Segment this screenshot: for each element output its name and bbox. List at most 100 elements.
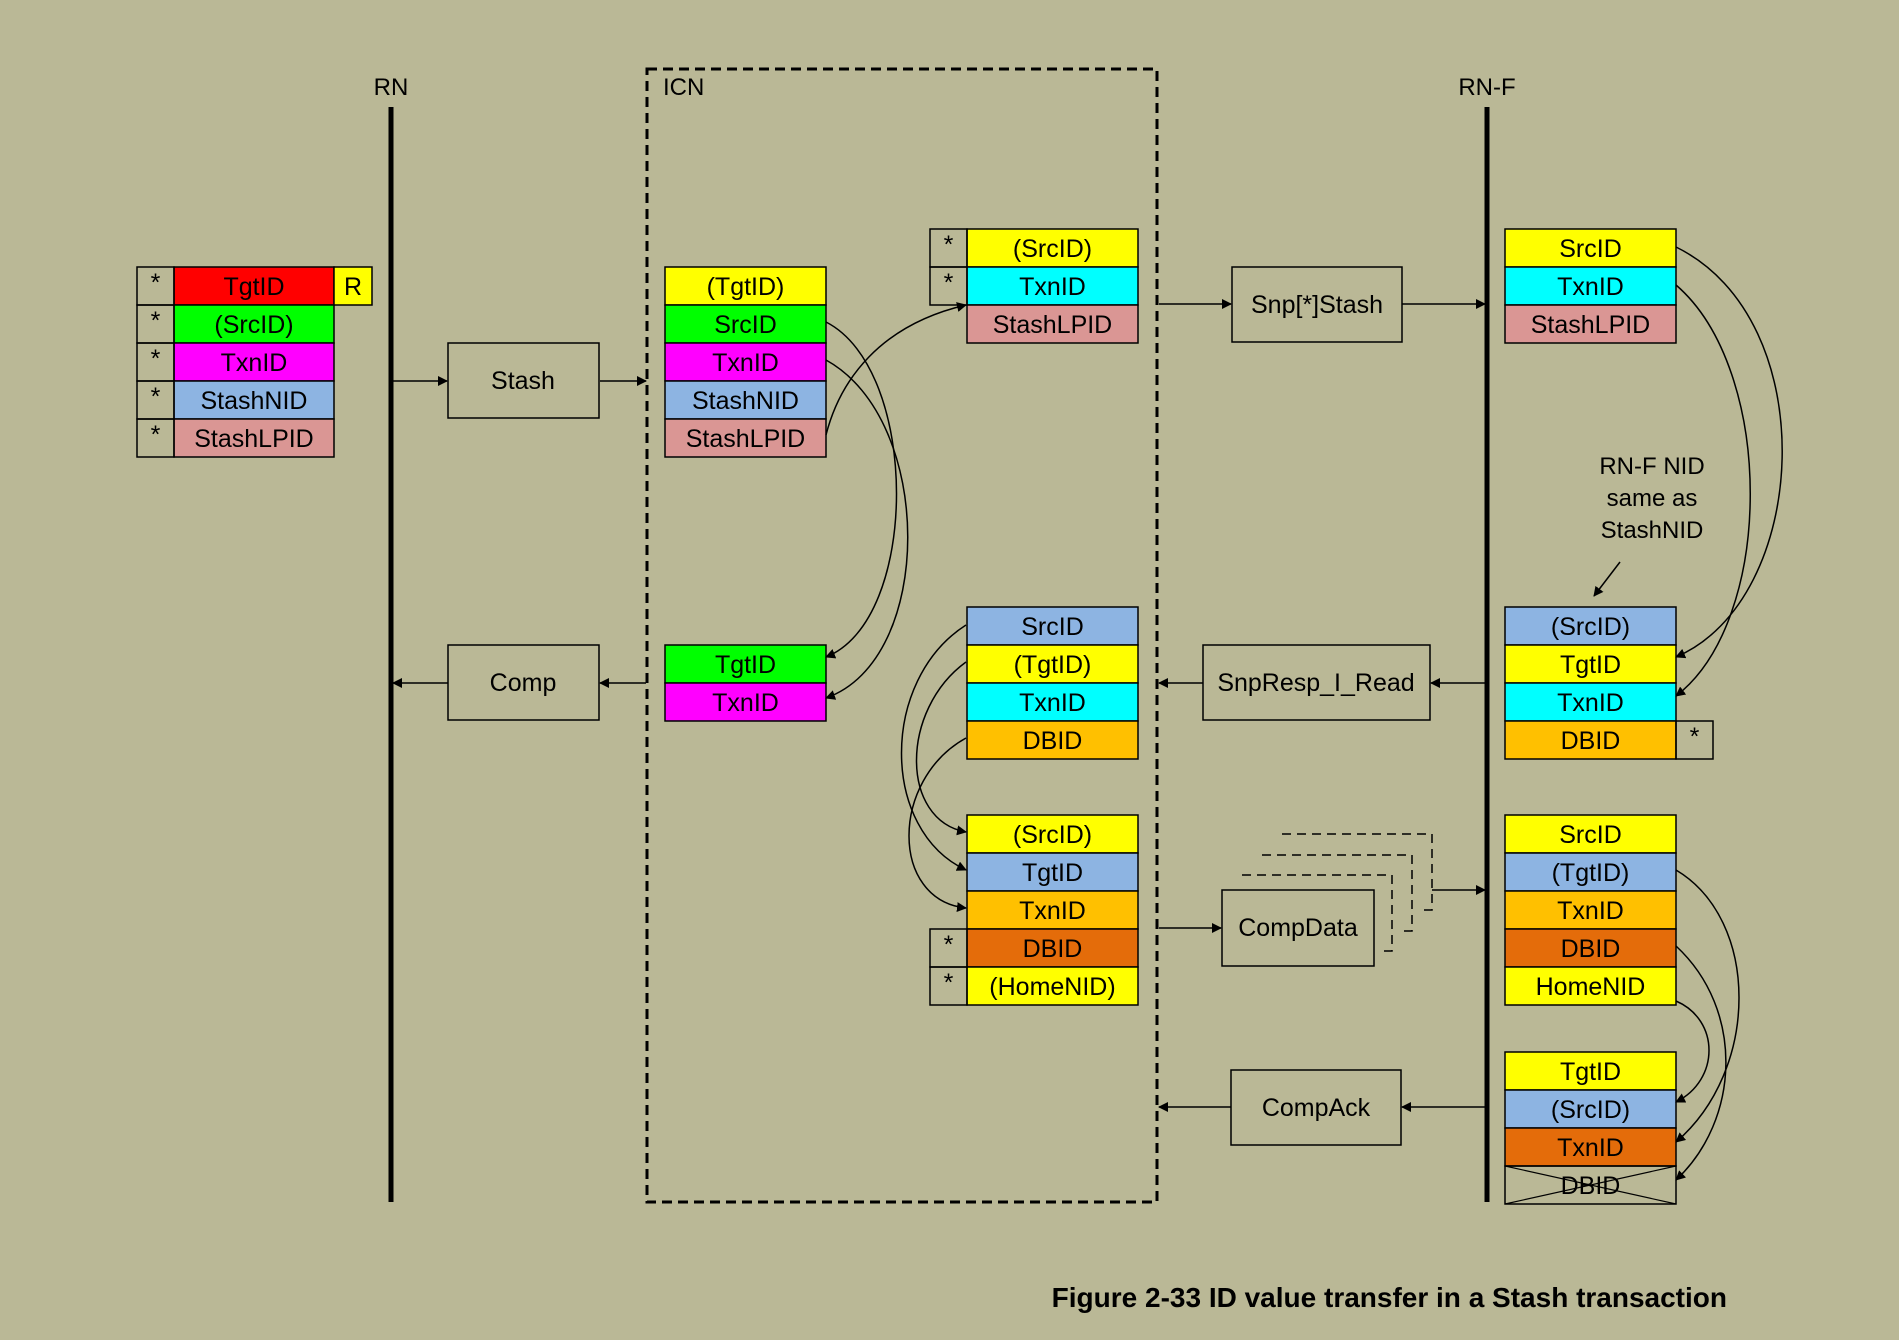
field-row: (SrcID) * <box>929 228 1139 268</box>
field-row: StashLPID <box>966 304 1139 344</box>
field-row: TxnID <box>1504 266 1677 306</box>
field-label: DBID <box>1023 935 1083 963</box>
star-marker: * <box>151 421 161 449</box>
field-label: TgtID <box>715 651 776 679</box>
field-label: TxnID <box>712 689 779 717</box>
field-table-icn-snpresp: SrcID (TgtID) TxnID DBID <box>966 606 1139 760</box>
field-row: DBID <box>1504 928 1677 968</box>
field-row: TxnID <box>966 890 1139 930</box>
field-label: (SrcID) <box>1013 235 1092 263</box>
message-snpresp: SnpResp_I_Read <box>1202 644 1431 721</box>
field-label: SrcID <box>714 311 777 339</box>
message-comp: Comp <box>447 644 600 721</box>
field-label: DBID <box>1561 1172 1621 1200</box>
field-label: DBID <box>1561 935 1621 963</box>
message-snpresp-label: SnpResp_I_Read <box>1217 669 1414 697</box>
star-marker: * <box>944 231 954 259</box>
field-label: (TgtID) <box>1552 859 1630 887</box>
lane-label-rnf: RN-F <box>1458 74 1515 101</box>
field-row: TxnID * <box>929 266 1139 306</box>
field-label: DBID <box>1561 727 1621 755</box>
curve-rnf-srcid-to-tgtid <box>1675 246 1783 659</box>
figure-caption: Figure 2-33 ID value transfer in a Stash… <box>1052 1282 1727 1313</box>
curve-txnid-to-txnid <box>825 359 909 700</box>
field-label: SrcID <box>1559 821 1622 849</box>
r-marker: R <box>333 266 373 306</box>
star-marker: * <box>151 383 161 411</box>
field-table-rnf-compdata: SrcID (TgtID) TxnID DBID HomeNID <box>1504 814 1677 1006</box>
field-label: TxnID <box>1019 897 1086 925</box>
field-label: TxnID <box>1019 689 1086 717</box>
field-table-icn-comp: TgtID TxnID <box>664 644 827 722</box>
field-label: (TgtID) <box>707 273 785 301</box>
field-row: SrcID <box>966 606 1139 646</box>
field-label: (HomeNID) <box>989 973 1115 1001</box>
field-label: TgtID <box>1560 651 1621 679</box>
field-tables: TgtID*(SrcID)*TxnID*StashNID*StashLPID*R… <box>136 228 1714 1205</box>
lane-label-icn: ICN <box>663 74 704 101</box>
field-row: (HomeNID) * <box>929 966 1139 1006</box>
field-row: SrcID <box>1504 228 1677 268</box>
curve-rnf-tgtid-to-srcid <box>1675 869 1740 1143</box>
field-row: (SrcID) * <box>136 304 335 344</box>
message-compack: CompAck <box>1230 1069 1402 1146</box>
field-row: TgtID <box>1504 644 1677 684</box>
field-label: HomeNID <box>1536 973 1646 1001</box>
field-label: TxnID <box>1557 689 1624 717</box>
field-row: StashNID <box>664 380 827 420</box>
curve-rnf-dbid-to-txnid <box>1675 945 1727 1181</box>
field-row: StashNID* <box>136 380 335 420</box>
field-label: (SrcID) <box>1551 613 1630 641</box>
id-transfer-curves <box>825 246 1783 1181</box>
field-label: TgtID <box>1560 1058 1621 1086</box>
field-row: TgtID <box>1504 1051 1677 1091</box>
icn-boundary <box>645 67 1159 1204</box>
message-comp-label: Comp <box>490 669 557 697</box>
field-row: TxnID * <box>136 342 335 382</box>
field-label: (SrcID) <box>1013 821 1092 849</box>
field-row: TxnID <box>1504 890 1677 930</box>
curve-stashlpid-to-snp <box>825 302 967 436</box>
star-marker: * <box>944 269 954 297</box>
field-label: TxnID <box>221 349 288 377</box>
field-label: TxnID <box>1557 897 1624 925</box>
field-row: (TgtID) <box>1504 852 1677 892</box>
message-arrows <box>392 299 1486 1112</box>
field-label: TxnID <box>1019 273 1086 301</box>
field-row: HomeNID <box>1504 966 1677 1006</box>
field-label: DBID <box>1023 727 1083 755</box>
note-line-1: RN-F NID <box>1599 453 1704 480</box>
star-marker: * <box>1690 723 1700 751</box>
lane-label-rn: RN <box>374 74 409 101</box>
field-table-rn-req: TgtID*(SrcID)*TxnID*StashNID*StashLPID*R <box>136 266 373 458</box>
curve-icn-tgtid-to-srcid <box>915 661 967 836</box>
field-label: TgtID <box>223 273 284 301</box>
curve-rnf-homenid-to-tgtid <box>1675 1000 1710 1103</box>
r-marker-label: R <box>344 273 362 301</box>
field-label: (SrcID) <box>214 311 293 339</box>
field-row: TgtID <box>664 644 827 684</box>
field-label: TgtID <box>1022 859 1083 887</box>
field-label: StashNID <box>692 387 799 415</box>
field-row: DBID * <box>1504 720 1714 760</box>
field-row: DBID <box>1504 1165 1677 1205</box>
message-stash: Stash <box>447 342 600 419</box>
star-marker: * <box>151 307 161 335</box>
field-table-rnf-snpresp: (SrcID) TgtID TxnID DBID * <box>1504 606 1714 760</box>
message-stash-label: Stash <box>491 367 555 395</box>
curve-icn-srcid-to-tgtid <box>900 624 967 871</box>
field-label: TxnID <box>712 349 779 377</box>
field-row: TxnID <box>1504 1127 1677 1167</box>
field-row: (SrcID) <box>1504 606 1677 646</box>
field-row: TgtID* <box>136 266 335 306</box>
field-label: StashLPID <box>686 425 806 453</box>
star-marker: * <box>151 345 161 373</box>
field-row: DBID <box>966 720 1139 760</box>
field-label: SrcID <box>1021 613 1084 641</box>
field-row: StashLPID* <box>136 418 335 458</box>
note-line-2: same as <box>1607 485 1698 512</box>
star-marker: * <box>944 969 954 997</box>
field-row: (TgtID) <box>966 644 1139 684</box>
